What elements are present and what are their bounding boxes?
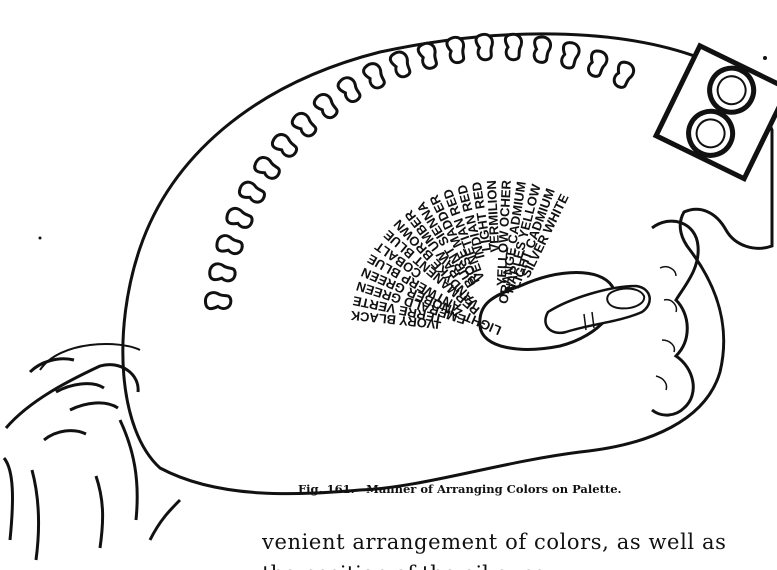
- figure-caption: Fig. 161.—Manner of Arranging Colors on …: [298, 482, 622, 496]
- speck: [763, 56, 767, 60]
- body-text-line-cut: the position of the oil cups: [262, 562, 545, 570]
- paint-dab: [205, 292, 232, 311]
- body-text-line: venient arrangement of colors, as well a…: [262, 530, 727, 554]
- paint-dab: [504, 34, 521, 60]
- ink-dot: [39, 237, 42, 240]
- paint-dab: [476, 34, 494, 60]
